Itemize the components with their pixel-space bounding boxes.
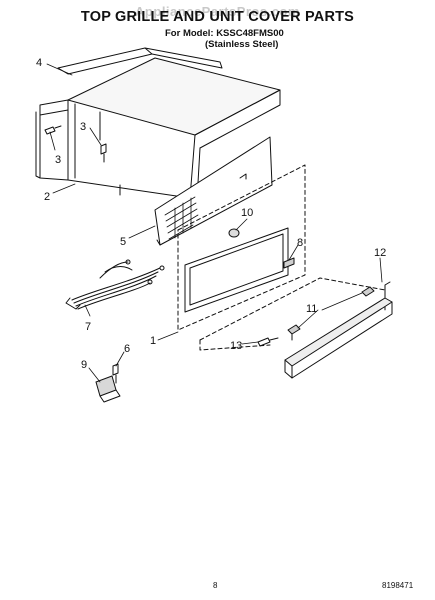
callout-3-right: 3 xyxy=(80,121,86,133)
document-number: 8198471 xyxy=(382,581,414,590)
diagram-title: TOP GRILLE AND UNIT COVER PARTS xyxy=(80,9,355,25)
grille-panel xyxy=(184,227,289,313)
callout-9: 9 xyxy=(81,359,87,371)
bracket-part-11 xyxy=(287,286,375,341)
leader-lines xyxy=(46,63,383,383)
unit-cover-part-4 xyxy=(35,47,281,201)
finish-line: (Stainless Steel) xyxy=(205,39,279,50)
callout-10: 10 xyxy=(241,207,253,219)
callout-5: 5 xyxy=(120,236,126,248)
callout-4: 4 xyxy=(36,57,42,69)
screw-part-13 xyxy=(257,337,279,347)
callout-12: 12 xyxy=(374,247,386,259)
callout-6: 6 xyxy=(124,343,130,355)
watermark: AppliancePartsPros.com xyxy=(135,4,300,19)
callout-11: 11 xyxy=(306,303,317,315)
rear-panel-part-5 xyxy=(154,136,273,246)
screw-part-3 xyxy=(44,125,107,163)
clip-part-8 xyxy=(283,257,295,269)
callout-8: 8 xyxy=(297,237,303,249)
callout-7: 7 xyxy=(85,321,91,333)
knob-part-10 xyxy=(228,228,240,238)
callout-2: 2 xyxy=(44,191,50,203)
model-line: For Model: KSSC48FMS00 xyxy=(165,28,284,39)
toe-kick-bar-part-12 xyxy=(284,281,393,379)
screw-part-6 xyxy=(112,363,119,384)
bracket-part-9 xyxy=(95,375,121,403)
grille-holes xyxy=(164,196,199,240)
callout-13: 13 xyxy=(230,340,242,352)
callout-3-left: 3 xyxy=(55,154,61,166)
model-info: For Model: KSSC48FMS00 (Stainless Steel) xyxy=(165,28,284,50)
page-number: 8 xyxy=(213,581,218,590)
wire-harness-part-7 xyxy=(65,259,165,310)
callout-1: 1 xyxy=(150,335,156,347)
grille-frame-part-1 xyxy=(177,164,306,331)
